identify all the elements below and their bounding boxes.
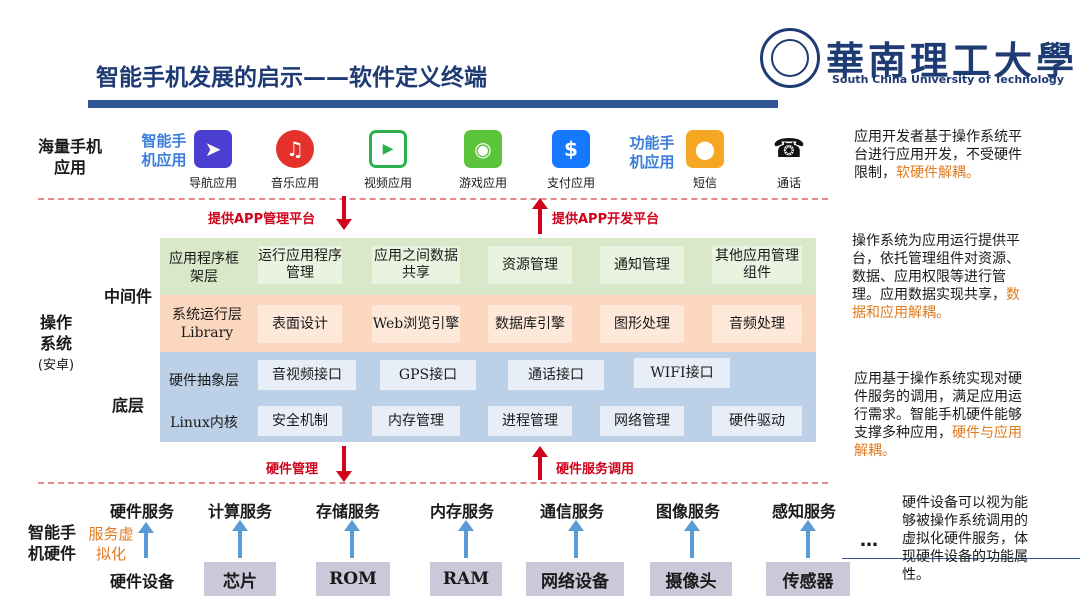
app-payment: $ 支付应用 xyxy=(536,130,606,191)
alipay-icon: $ xyxy=(552,130,590,168)
hardware-section-label: 智能手机硬件 xyxy=(27,523,76,563)
hardware-description: 硬件设备可以视为能够被操作系统调用的虚拟化硬件服务，体现硬件设备的功能属性。 xyxy=(902,495,1028,583)
arrow-up-icon xyxy=(800,520,816,558)
arrow-up-icon xyxy=(138,522,154,558)
library-cell: 音频处理 xyxy=(712,305,802,343)
hardware-device: 摄像头 xyxy=(650,562,732,596)
page-title: 智能手机发展的启示——软件定义终端 xyxy=(96,65,487,91)
app-development-flow-label: 提供APP开发平台 xyxy=(552,212,660,227)
university-logo-english: South China University of Technology xyxy=(832,73,1064,86)
hardware-service: 感知服务 xyxy=(772,502,837,521)
hal-cell: 音视频接口 xyxy=(258,360,356,390)
message-icon: ● xyxy=(686,130,724,168)
app-navigation: ➤ 导航应用 xyxy=(178,130,248,191)
divider-apps-os xyxy=(38,198,828,200)
library-cell: Web浏览引擎 xyxy=(372,305,460,343)
hardware-device: ROM xyxy=(316,562,390,596)
hardware-service: 内存服务 xyxy=(430,502,495,521)
more-ellipsis: … xyxy=(860,530,878,551)
hal-cell: GPS接口 xyxy=(380,360,476,390)
arrow-up-icon xyxy=(344,520,360,558)
kernel-cell: 进程管理 xyxy=(488,406,572,436)
app-music: ♫ 音乐应用 xyxy=(260,130,330,191)
kernel-cell: 硬件驱动 xyxy=(712,406,802,436)
hardware-device: 网络设备 xyxy=(526,562,624,596)
framework-cell: 应用之间数据共享 xyxy=(372,246,460,284)
hardware-management-flow-label: 硬件管理 xyxy=(266,462,319,477)
service-virtualization-label: 服务虚拟化 xyxy=(88,525,134,563)
hardware-service: 计算服务 xyxy=(208,502,273,521)
os-section-label: 操作系统 xyxy=(39,313,72,353)
hardware-device-label: 硬件设备 xyxy=(110,572,175,591)
arrow-up-icon xyxy=(684,520,700,558)
university-logo-chinese: 華南理工大學 xyxy=(826,38,1079,83)
music-icon: ♫ xyxy=(276,130,314,168)
library-cell: 数据库引擎 xyxy=(488,305,572,343)
hardware-divider-line xyxy=(842,558,1080,559)
university-seal-icon xyxy=(760,28,820,88)
library-layer-label: 系统运行层Library xyxy=(172,307,242,341)
divider-os-hardware xyxy=(38,482,828,484)
framework-cell: 其他应用管理组件 xyxy=(712,246,802,284)
hardware-service: 通信服务 xyxy=(540,502,605,521)
framework-cell: 运行应用程序管理 xyxy=(258,246,342,284)
hardware-service-label: 硬件服务 xyxy=(110,502,175,521)
phone-icon: ☎ xyxy=(770,130,808,168)
kernel-layer-label: Linux内核 xyxy=(170,415,238,431)
arrow-up-icon xyxy=(232,520,248,558)
kernel-cell: 内存管理 xyxy=(372,406,460,436)
middleware-description: 操作系统为应用运行提供平台，依托管理组件对资源、数据、应用权限等进行管理。应用数… xyxy=(852,233,1020,321)
library-cell: 表面设计 xyxy=(258,305,342,343)
title-underline xyxy=(88,100,778,108)
framework-cell: 资源管理 xyxy=(488,246,572,284)
app-management-flow-label: 提供APP管理平台 xyxy=(208,212,316,227)
bottom-layer-description: 应用基于操作系统实现对硬件服务的调用，满足应用运行需求。智能手机硬件能够支撑多种… xyxy=(854,371,1022,459)
arrow-up-icon xyxy=(532,198,548,234)
app-sms: ● 短信 xyxy=(670,130,740,191)
kernel-cell: 安全机制 xyxy=(258,406,342,436)
video-icon: ▶ xyxy=(369,130,407,168)
hardware-device: 芯片 xyxy=(204,562,276,596)
apps-section-label: 海量手机应用 xyxy=(38,137,103,177)
navigation-icon: ➤ xyxy=(194,130,232,168)
app-video: ▶ 视频应用 xyxy=(353,130,423,191)
hardware-device: RAM xyxy=(430,562,502,596)
arrow-up-icon xyxy=(458,520,474,558)
hardware-service: 图像服务 xyxy=(656,502,721,521)
hardware-service-flow-label: 硬件服务调用 xyxy=(556,462,635,477)
hardware-device: 传感器 xyxy=(766,562,850,596)
hardware-service: 存储服务 xyxy=(316,502,381,521)
hal-cell: 通话接口 xyxy=(508,360,604,390)
feature-phone-apps-label: 功能手机应用 xyxy=(629,134,675,171)
bottom-layer-label: 底层 xyxy=(111,396,144,415)
middleware-label: 中间件 xyxy=(103,287,152,306)
arrow-up-icon xyxy=(568,520,584,558)
arrow-down-icon xyxy=(336,446,352,482)
gamepad-icon: ◉ xyxy=(464,130,502,168)
smart-phone-apps-label: 智能手机应用 xyxy=(141,132,187,169)
app-game: ◉ 游戏应用 xyxy=(448,130,518,191)
hal-cell: WIFI接口 xyxy=(634,358,730,388)
os-sublabel: (安卓) xyxy=(37,358,75,373)
apps-description: 应用开发者基于操作系统平台进行应用开发，不受硬件限制，软硬件解耦。 xyxy=(854,129,1022,181)
framework-layer-label: 应用程序框架层 xyxy=(169,251,239,285)
kernel-cell: 网络管理 xyxy=(600,406,684,436)
hal-layer-label: 硬件抽象层 xyxy=(169,373,239,389)
arrow-up-icon xyxy=(532,446,548,480)
library-cell: 图形处理 xyxy=(600,305,684,343)
app-call: ☎ 通话 xyxy=(754,130,824,191)
arrow-down-icon xyxy=(336,196,352,230)
framework-cell: 通知管理 xyxy=(600,246,684,284)
